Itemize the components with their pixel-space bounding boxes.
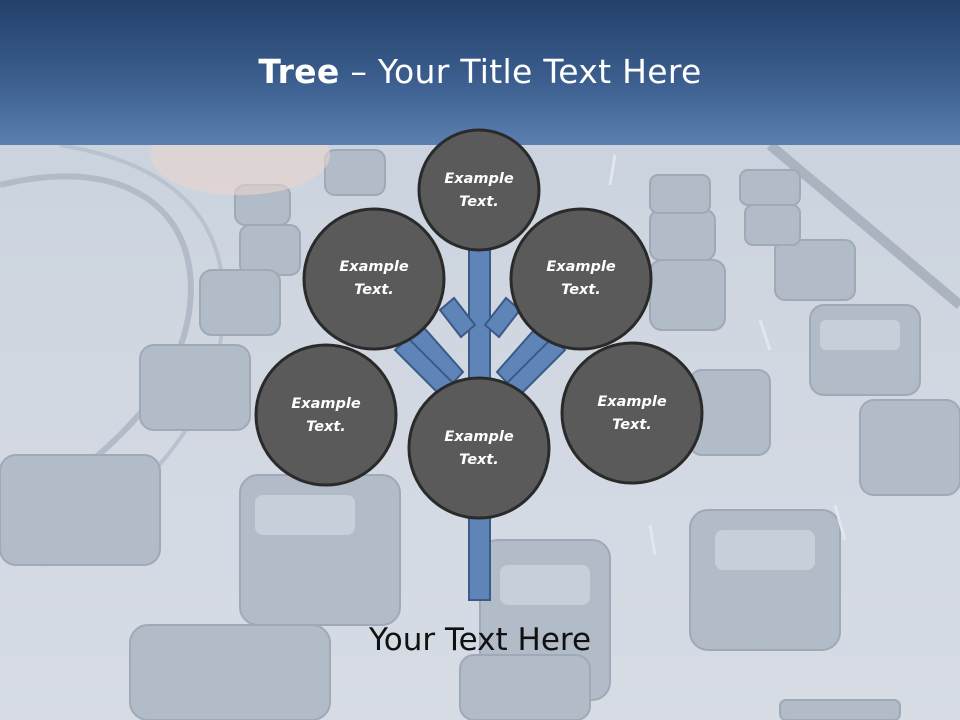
branch-small-right xyxy=(483,296,522,339)
caption-text: Your Text Here xyxy=(368,622,592,658)
node-circle-center xyxy=(407,376,551,520)
node-circle-upper-right xyxy=(509,207,653,351)
branch-small-left xyxy=(438,296,477,339)
node-circle-lower-right xyxy=(560,341,704,485)
traffic-illustration xyxy=(0,145,960,720)
node-circle-upper-left xyxy=(302,207,446,351)
title-bar xyxy=(0,0,960,145)
node-circle-lower-left xyxy=(254,343,398,487)
node-circle-top xyxy=(417,128,541,252)
title-bold: Tree xyxy=(258,52,340,91)
title-rest: – Your Title Text Here xyxy=(339,52,702,91)
slide-title: Tree – Your Title Text Here xyxy=(0,52,960,91)
